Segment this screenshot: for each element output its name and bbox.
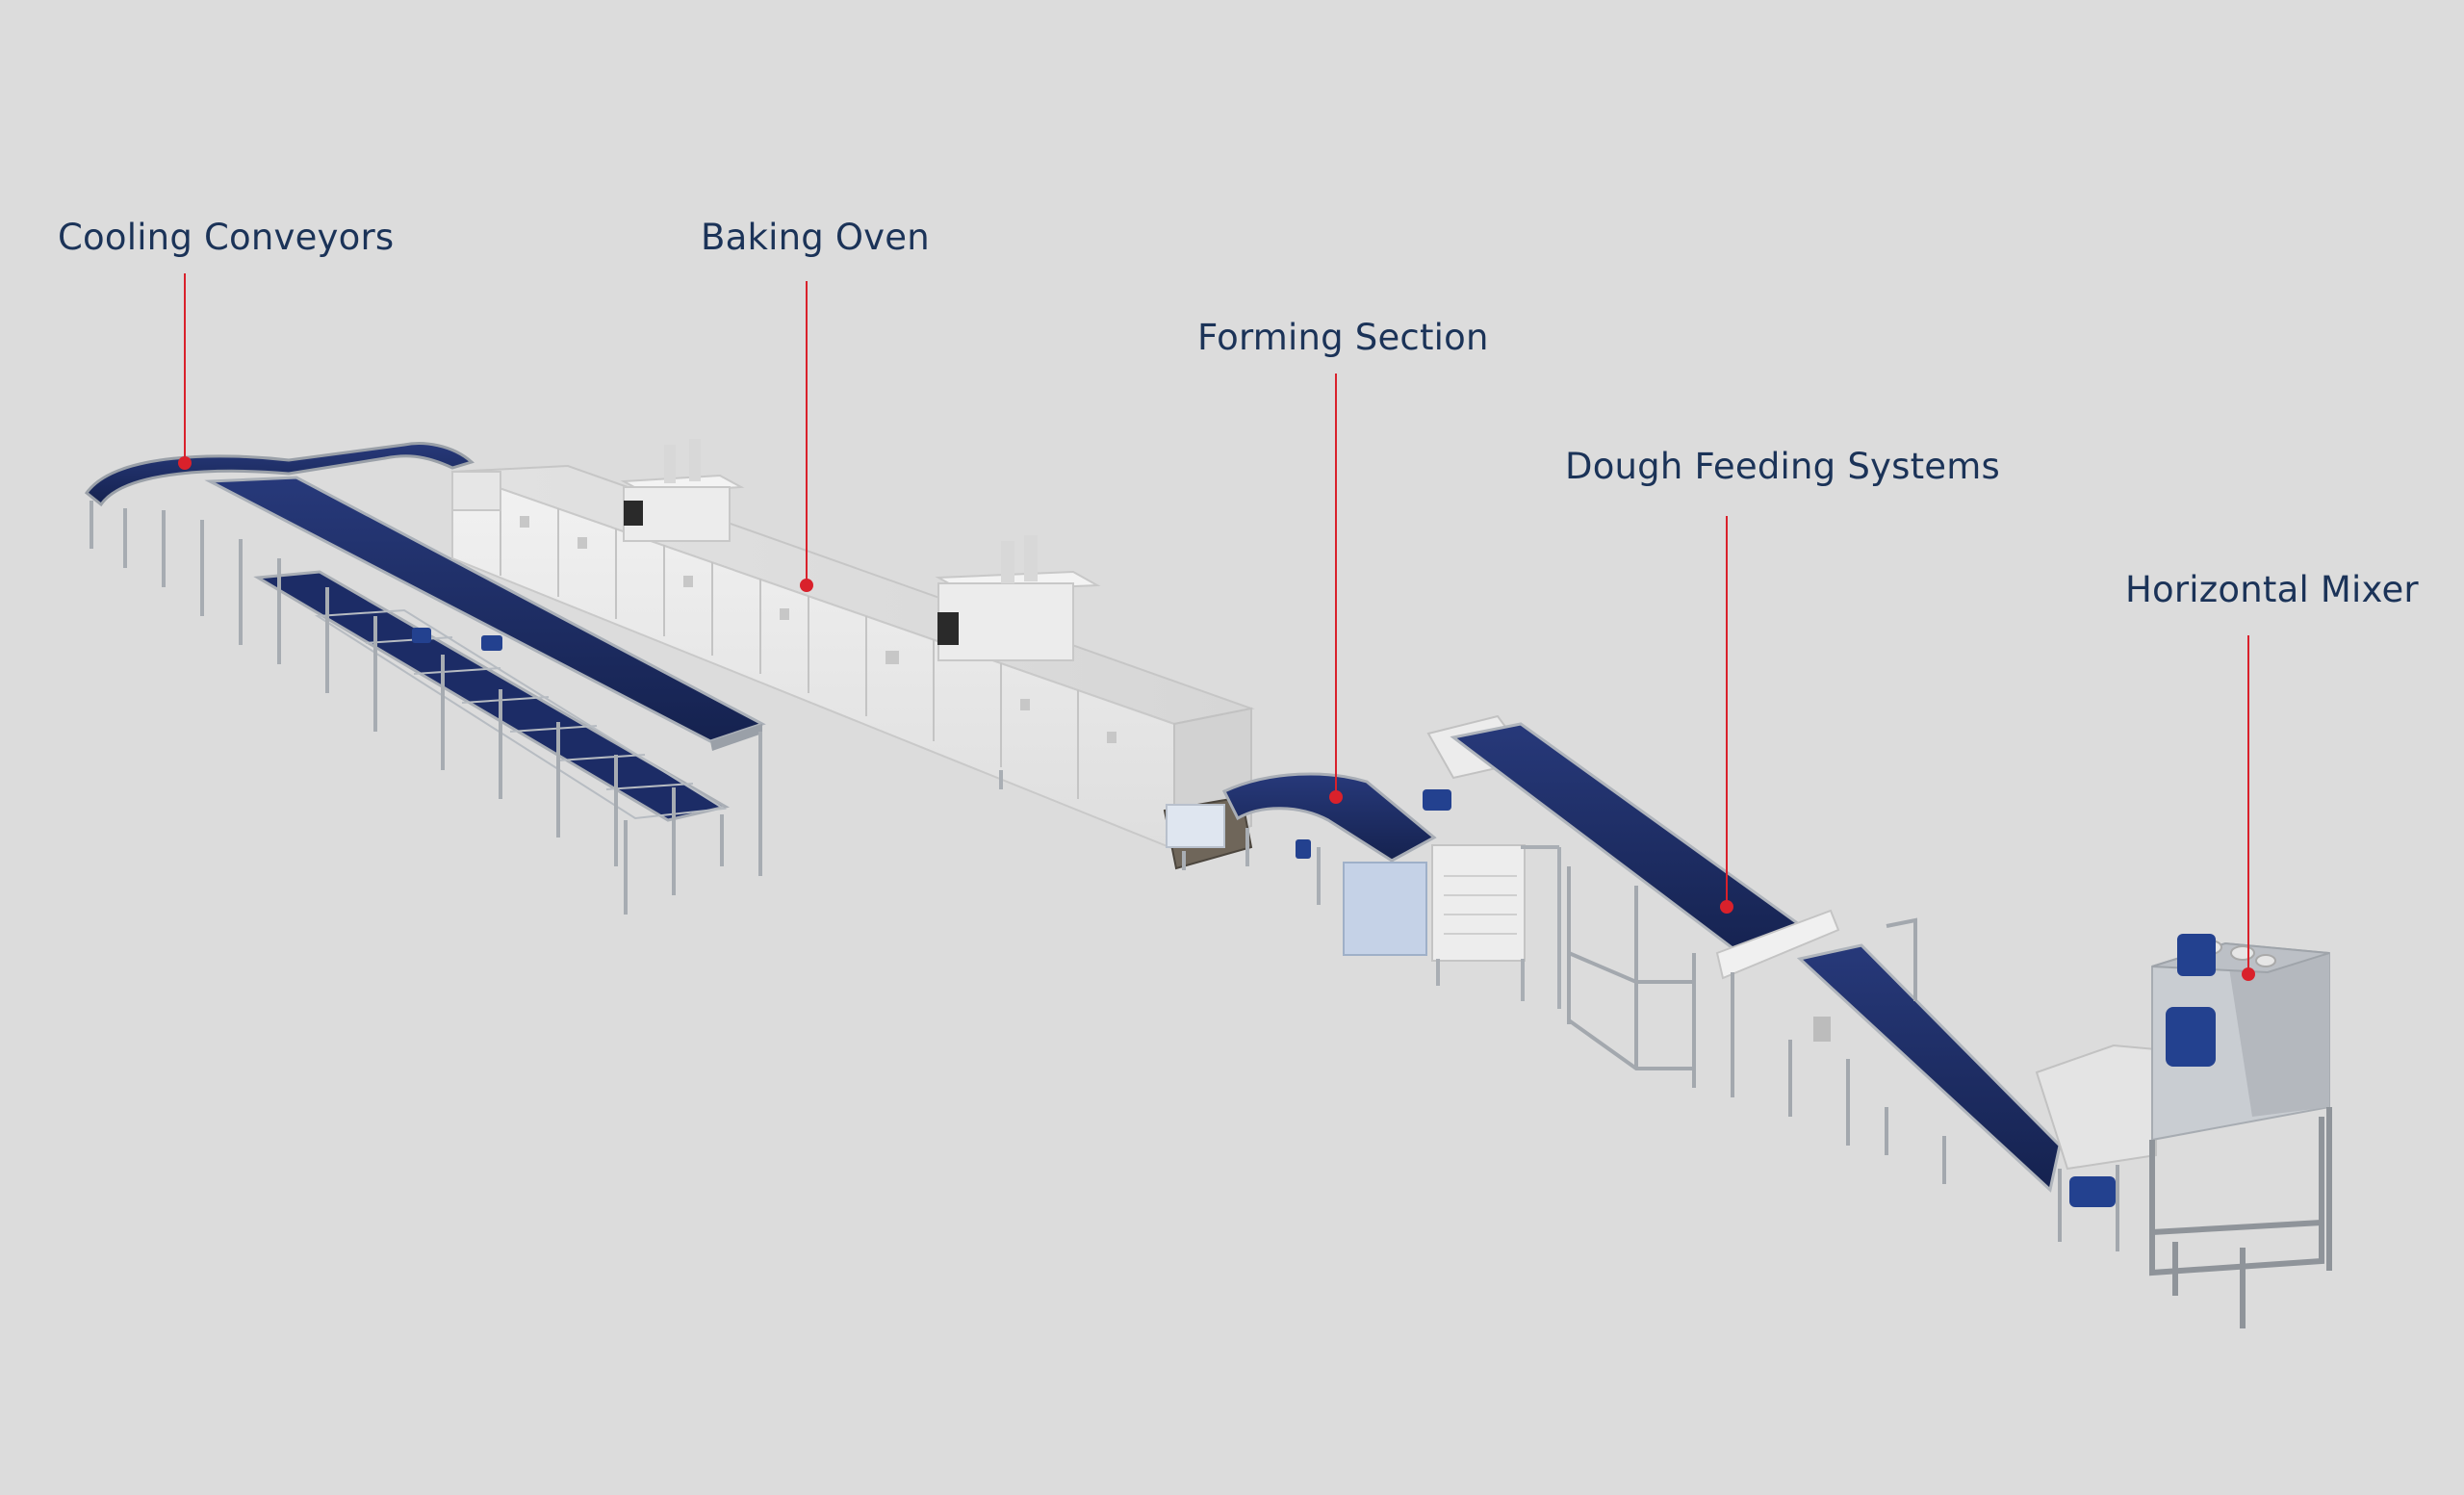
baking-oven-machine [451, 439, 1255, 870]
baking-oven-label: Baking Oven [701, 217, 930, 258]
red-dot-marker [2242, 967, 2255, 981]
oven-exhaust-unit-2 [935, 535, 1101, 661]
forming-belt [1221, 772, 1437, 863]
dough-feeding-machine [1426, 714, 2062, 1193]
red-dot-marker [1329, 790, 1343, 804]
cooling-conveyors-label: Cooling Conveyors [58, 217, 395, 258]
red-dot-marker [800, 579, 813, 592]
callout-leaders [178, 273, 2255, 981]
cooling-conveyors-machine [84, 442, 766, 915]
gear-motor-icon [1296, 789, 1451, 859]
horizontal-mixer-machine [2035, 934, 2332, 1328]
oven-exhaust-unit-1 [620, 439, 745, 542]
dough-feeding-systems-label: Dough Feeding Systems [1565, 446, 2000, 487]
red-dot-marker [1720, 900, 1733, 914]
red-dot-marker [178, 456, 192, 470]
horizontal-mixer-label: Horizontal Mixer [2125, 569, 2419, 610]
gear-motor-icon [412, 628, 502, 651]
lower-feed-belt [1796, 943, 2062, 1193]
gear-motor-icon [2069, 934, 2216, 1207]
forming-section-label: Forming Section [1197, 317, 1489, 358]
forming-section-machine [1166, 772, 1561, 1009]
